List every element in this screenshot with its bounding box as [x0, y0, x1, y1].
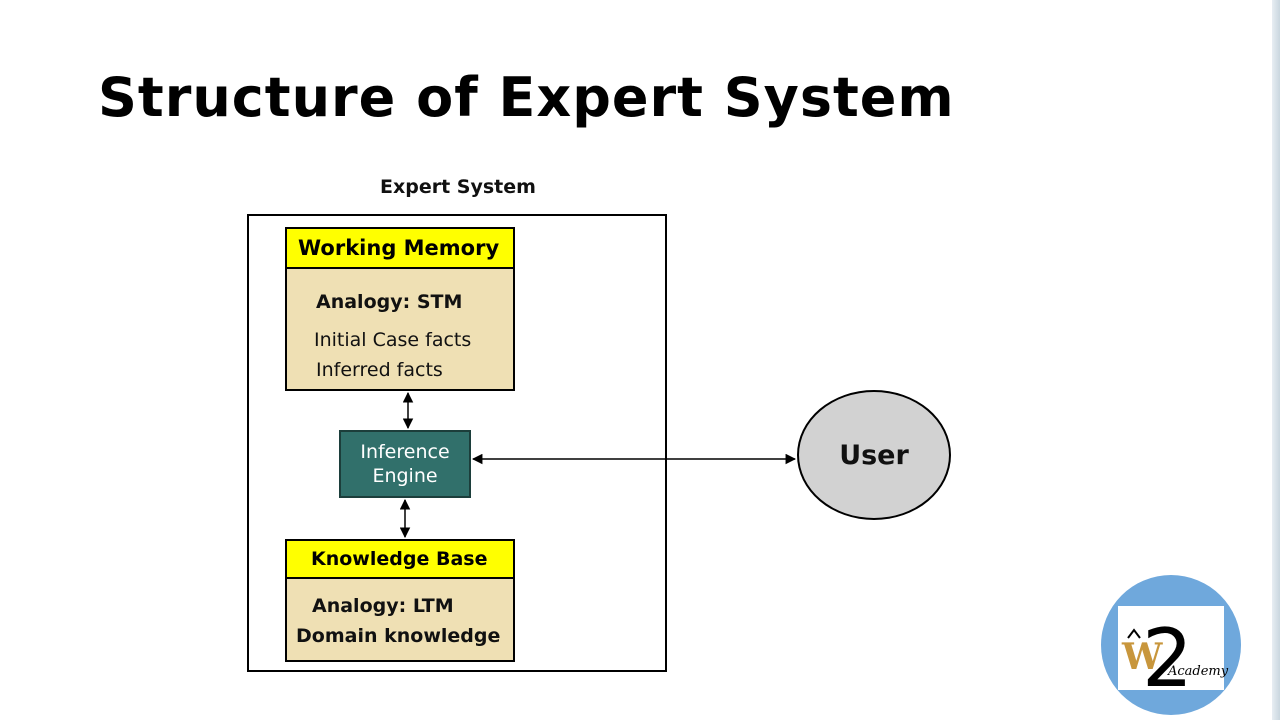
working-memory-module: Working Memory: [285, 227, 515, 391]
knowledge-base-title: Knowledge Base: [287, 541, 513, 579]
slide-title: Structure of Expert System: [98, 66, 955, 129]
logo-digit: 2: [1142, 612, 1193, 705]
logo-panel: [1118, 606, 1224, 690]
knowledge-base-module: Knowledge Base: [285, 539, 515, 662]
working-memory-item: Initial Case facts: [314, 329, 472, 351]
inference-engine-label-line: Inference: [360, 441, 450, 463]
logo-letter-w: W: [1121, 636, 1163, 678]
expert-system-label: Expert System: [380, 176, 536, 198]
expert-system-boundary: [247, 214, 667, 672]
knowledge-base-analogy: Analogy: LTM: [312, 595, 454, 617]
working-memory-analogy: Analogy: STM: [316, 291, 463, 313]
w2-academy-logo: W 2 Academy: [1101, 575, 1241, 715]
inference-engine-box: Inference Engine: [339, 430, 471, 498]
user-node: User: [797, 390, 951, 520]
knowledge-base-item: Domain knowledge: [296, 625, 501, 647]
logo-word: Academy: [1167, 664, 1229, 679]
user-label: User: [839, 439, 909, 471]
working-memory-item: Inferred facts: [316, 359, 443, 381]
inference-engine-label-line: Engine: [372, 465, 438, 487]
logo-hat-icon: [1127, 628, 1141, 639]
working-memory-title: Working Memory: [287, 229, 513, 269]
slide-edge-strip: [1272, 0, 1280, 720]
